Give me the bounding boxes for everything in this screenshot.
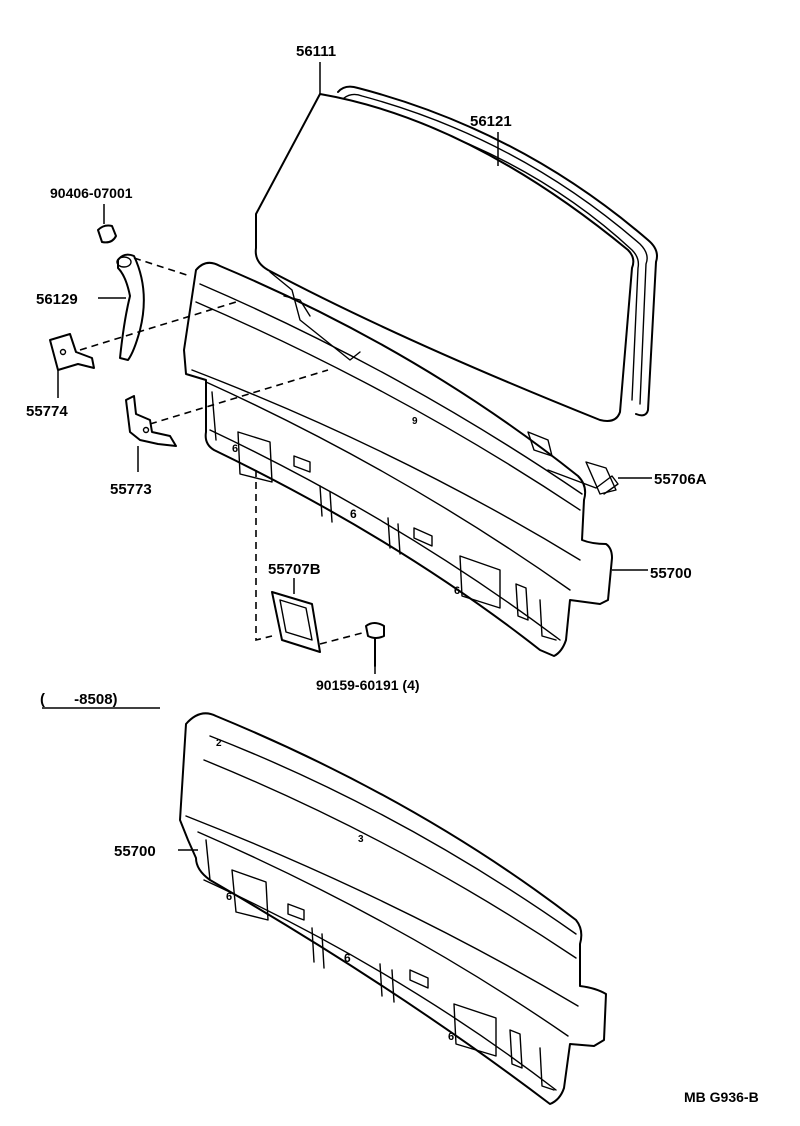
svg-text:9: 9: [412, 416, 418, 427]
label-90159-60191: 90159-60191 (4): [316, 677, 420, 693]
label-55706A: 55706A: [654, 471, 707, 488]
leader-lines: [42, 62, 652, 851]
svg-text:6: 6: [448, 1031, 454, 1043]
label-56121: 56121: [470, 113, 512, 130]
label-55700-upper: 55700: [650, 565, 692, 582]
windshield-glass-56111: [254, 93, 635, 422]
bracket-55773: [125, 395, 177, 447]
svg-text:3: 3: [358, 834, 364, 845]
hose-56129: [116, 253, 145, 361]
label-55773: 55773: [110, 481, 152, 498]
assembly-lines: [79, 257, 367, 645]
label-56129: 56129: [36, 291, 78, 308]
svg-text:6: 6: [350, 507, 357, 521]
label-90406-07001: 90406-07001: [50, 185, 133, 201]
bracket-55774: [49, 333, 95, 371]
cowl-panel-upper-55700: 6 6 6 9: [183, 261, 619, 657]
svg-text:2: 2: [216, 738, 222, 749]
label-55707B: 55707B: [268, 561, 321, 578]
svg-text:6: 6: [232, 443, 238, 455]
screw-90159: [365, 622, 385, 667]
svg-text:6: 6: [226, 891, 232, 903]
label-56111: 56111: [296, 43, 336, 60]
cowl-panel-lower-55700: 6 6 6 2 3: [179, 712, 607, 1105]
label-55774: 55774: [26, 403, 68, 420]
cover-55707B: [271, 591, 321, 653]
figure-code: MB G936-B: [684, 1089, 759, 1105]
label-55700-lower: 55700: [114, 843, 156, 860]
svg-text:6: 6: [454, 585, 460, 597]
nut-90406: [97, 224, 117, 244]
svg-text:6: 6: [344, 951, 351, 965]
label-date-range: ( -8508): [40, 691, 118, 708]
